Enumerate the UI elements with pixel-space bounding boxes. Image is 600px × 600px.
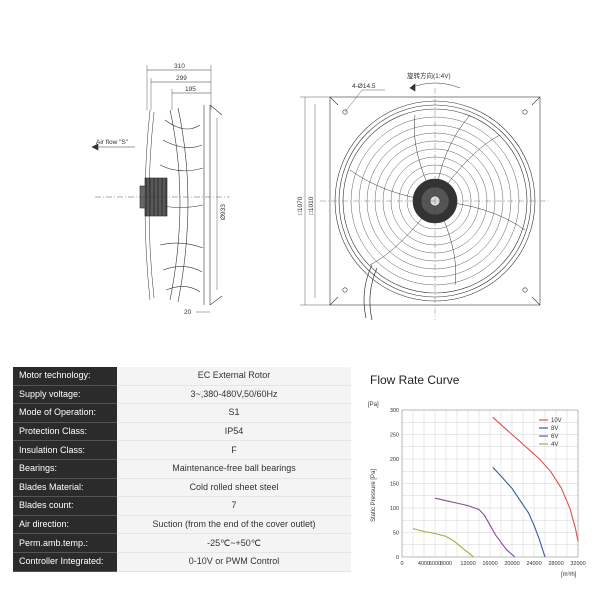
spec-value: 0-10V or PWM Control [117, 552, 351, 572]
spec-row: Blades count: 7 [13, 496, 351, 516]
chart-series [412, 416, 579, 558]
spec-value: F [117, 440, 351, 460]
spec-label: Protection Class: [13, 422, 117, 442]
x-tick-label: 32000 [570, 561, 585, 567]
x-tick-label: 28000 [548, 561, 563, 567]
dim-short-label: 195 [185, 86, 196, 93]
spec-value: Suction (from the end of the cover outle… [117, 515, 351, 535]
y-tick-label: 50 [393, 531, 399, 537]
y-tick-label: 150 [390, 482, 399, 488]
x-tick-label: 0 [400, 561, 403, 567]
front-view-drawing [300, 82, 550, 321]
x-tick-label: 16000 [482, 561, 497, 567]
y-tick-label: 0 [396, 555, 399, 561]
x-tick-label: 20000 [504, 561, 519, 567]
spec-row: Bearings: Maintenance-free ball bearings [13, 459, 351, 479]
airflow-label: Air flow "S" [96, 139, 129, 146]
y-axis-label: Static Pressure [Pa] [371, 469, 377, 522]
dim-flange-label: 20 [184, 309, 192, 316]
x-tick-label: 8000 [440, 561, 452, 567]
side-view-drawing [91, 65, 230, 313]
spec-value: Cold rolled sheet steel [117, 478, 351, 498]
series-line-6V [434, 497, 516, 558]
spec-label: Motor technology: [13, 367, 117, 386]
series-line-10V [492, 416, 579, 542]
spec-row: Mode of Operation: S1 [13, 403, 351, 423]
spec-row: Perm.amb.temp.: -25℃~+50℃ [13, 533, 351, 553]
plot-frame [401, 409, 579, 558]
spec-label: Blades count: [13, 496, 117, 516]
spec-label: Air direction: [13, 515, 117, 535]
chart-grid [401, 409, 579, 558]
spec-label: Perm.amb.temp.: [13, 533, 117, 553]
spec-label: Mode of Operation: [13, 403, 117, 423]
spec-value: EC External Rotor [117, 367, 351, 386]
x-axis-label: [m³/h] [561, 572, 577, 578]
spec-label: Insulation Class: [13, 440, 117, 460]
spec-label: Supply voltage: [13, 385, 117, 405]
y-axis-unit: [Pa] [368, 402, 379, 408]
dim-outer-label: □1070 [297, 196, 304, 215]
dim-diameter-label: Ø933 [220, 204, 227, 220]
series-line-8V [492, 466, 546, 558]
spec-value: Maintenance-free ball bearings [117, 459, 351, 479]
y-tick-label: 300 [390, 408, 399, 414]
technical-drawings: 310 299 195 Air flow "S" Ø933 20 [91, 63, 550, 321]
spec-row: Insulation Class: F [13, 440, 351, 460]
spec-row: Air direction: Suction (from the end of … [13, 515, 351, 535]
legend-label: 8V [551, 426, 558, 432]
spec-row: Supply voltage: 3~,380-480V,50/60Hz [13, 385, 351, 405]
chart-legend: 10V 8V 6V 4V [539, 418, 562, 448]
legend-label: 6V [551, 434, 558, 440]
dim-inner-label: □1010 [308, 196, 315, 215]
y-tick-label: 200 [390, 457, 399, 463]
flow-rate-chart: Flow Rate Curve [Pa] Static Pressure [Pa… [368, 373, 586, 578]
dim-total-label: 310 [174, 63, 185, 70]
chart-title: Flow Rate Curve [370, 373, 460, 387]
holes-label: 4-Ø14.5 [352, 83, 376, 90]
rotation-label: 旋转方向(1:4V) [407, 71, 451, 80]
spec-row: Motor technology: EC External Rotor [13, 367, 351, 386]
series-line-4V [412, 528, 474, 558]
spec-row: Controller Integrated: 0-10V or PWM Cont… [13, 552, 351, 572]
x-tick-label: 24000 [526, 561, 541, 567]
spec-value: 3~,380-480V,50/60Hz [117, 385, 351, 405]
spec-row: Protection Class: IP54 [13, 422, 351, 442]
spec-value: -25℃~+50℃ [117, 533, 351, 553]
spec-label: Controller Integrated: [13, 552, 117, 572]
x-tick-label: 6000 [429, 561, 441, 567]
spec-value: S1 [117, 403, 351, 423]
y-tick-label: 100 [390, 506, 399, 512]
spec-row: Blades Material: Cold rolled sheet steel [13, 478, 351, 498]
spec-label: Blades Material: [13, 478, 117, 498]
spec-table: Motor technology: EC External Rotor Supp… [13, 367, 351, 572]
dim-mid-label: 299 [176, 75, 187, 82]
x-tick-label: 12000 [460, 561, 475, 567]
spec-label: Bearings: [13, 459, 117, 479]
y-tick-label: 250 [390, 433, 399, 439]
x-tick-label: 4000 [418, 561, 430, 567]
spec-value: 7 [117, 496, 351, 516]
spec-value: IP54 [117, 422, 351, 442]
legend-label: 10V [551, 418, 562, 424]
legend-label: 4V [551, 442, 558, 448]
